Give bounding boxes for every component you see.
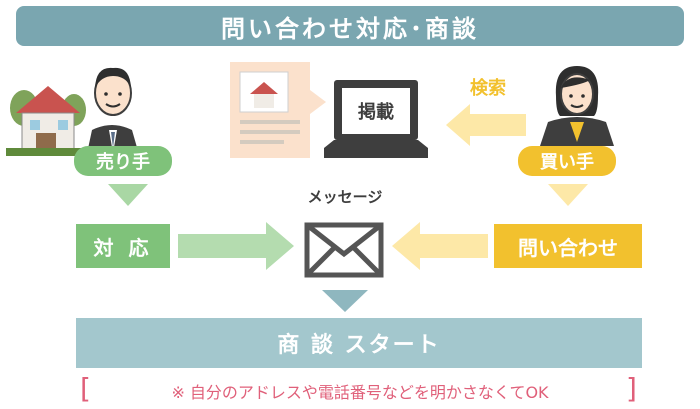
- envelope-icon: [304, 222, 384, 278]
- seller-person-icon: [86, 67, 140, 158]
- message-label: メッセージ: [307, 188, 383, 206]
- seller-illustration: [6, 67, 140, 158]
- seller-down-arrow: [108, 184, 148, 206]
- inquiry-box: 問い合わせ: [494, 224, 642, 268]
- search-label: 検索: [470, 78, 506, 99]
- response-to-message-arrow: [178, 222, 294, 270]
- seller-label: 売り手: [74, 146, 172, 176]
- search-arrow: [446, 104, 526, 146]
- note-bracket-right: ]: [626, 372, 637, 405]
- buyer-down-arrow: [548, 184, 588, 206]
- envelope-down-arrow: [322, 290, 368, 312]
- house-icon: [6, 86, 92, 156]
- laptop-icon: [324, 80, 428, 158]
- buyer-label: 買い手: [518, 146, 616, 176]
- listing-label: 掲載: [358, 102, 394, 123]
- page-title: 問い合わせ対応･商談: [16, 6, 684, 46]
- note-bracket-left: [: [80, 372, 91, 405]
- start-negotiation-bar: 商 談 スタート: [76, 318, 642, 368]
- buyer-person-icon: [540, 66, 614, 146]
- inquiry-to-message-arrow: [392, 222, 488, 270]
- note-text: ※ 自分のアドレスや電話番号などを明かさなくてOK: [171, 383, 549, 402]
- listing-document-icon: [230, 62, 326, 158]
- response-box: 対 応: [76, 224, 170, 268]
